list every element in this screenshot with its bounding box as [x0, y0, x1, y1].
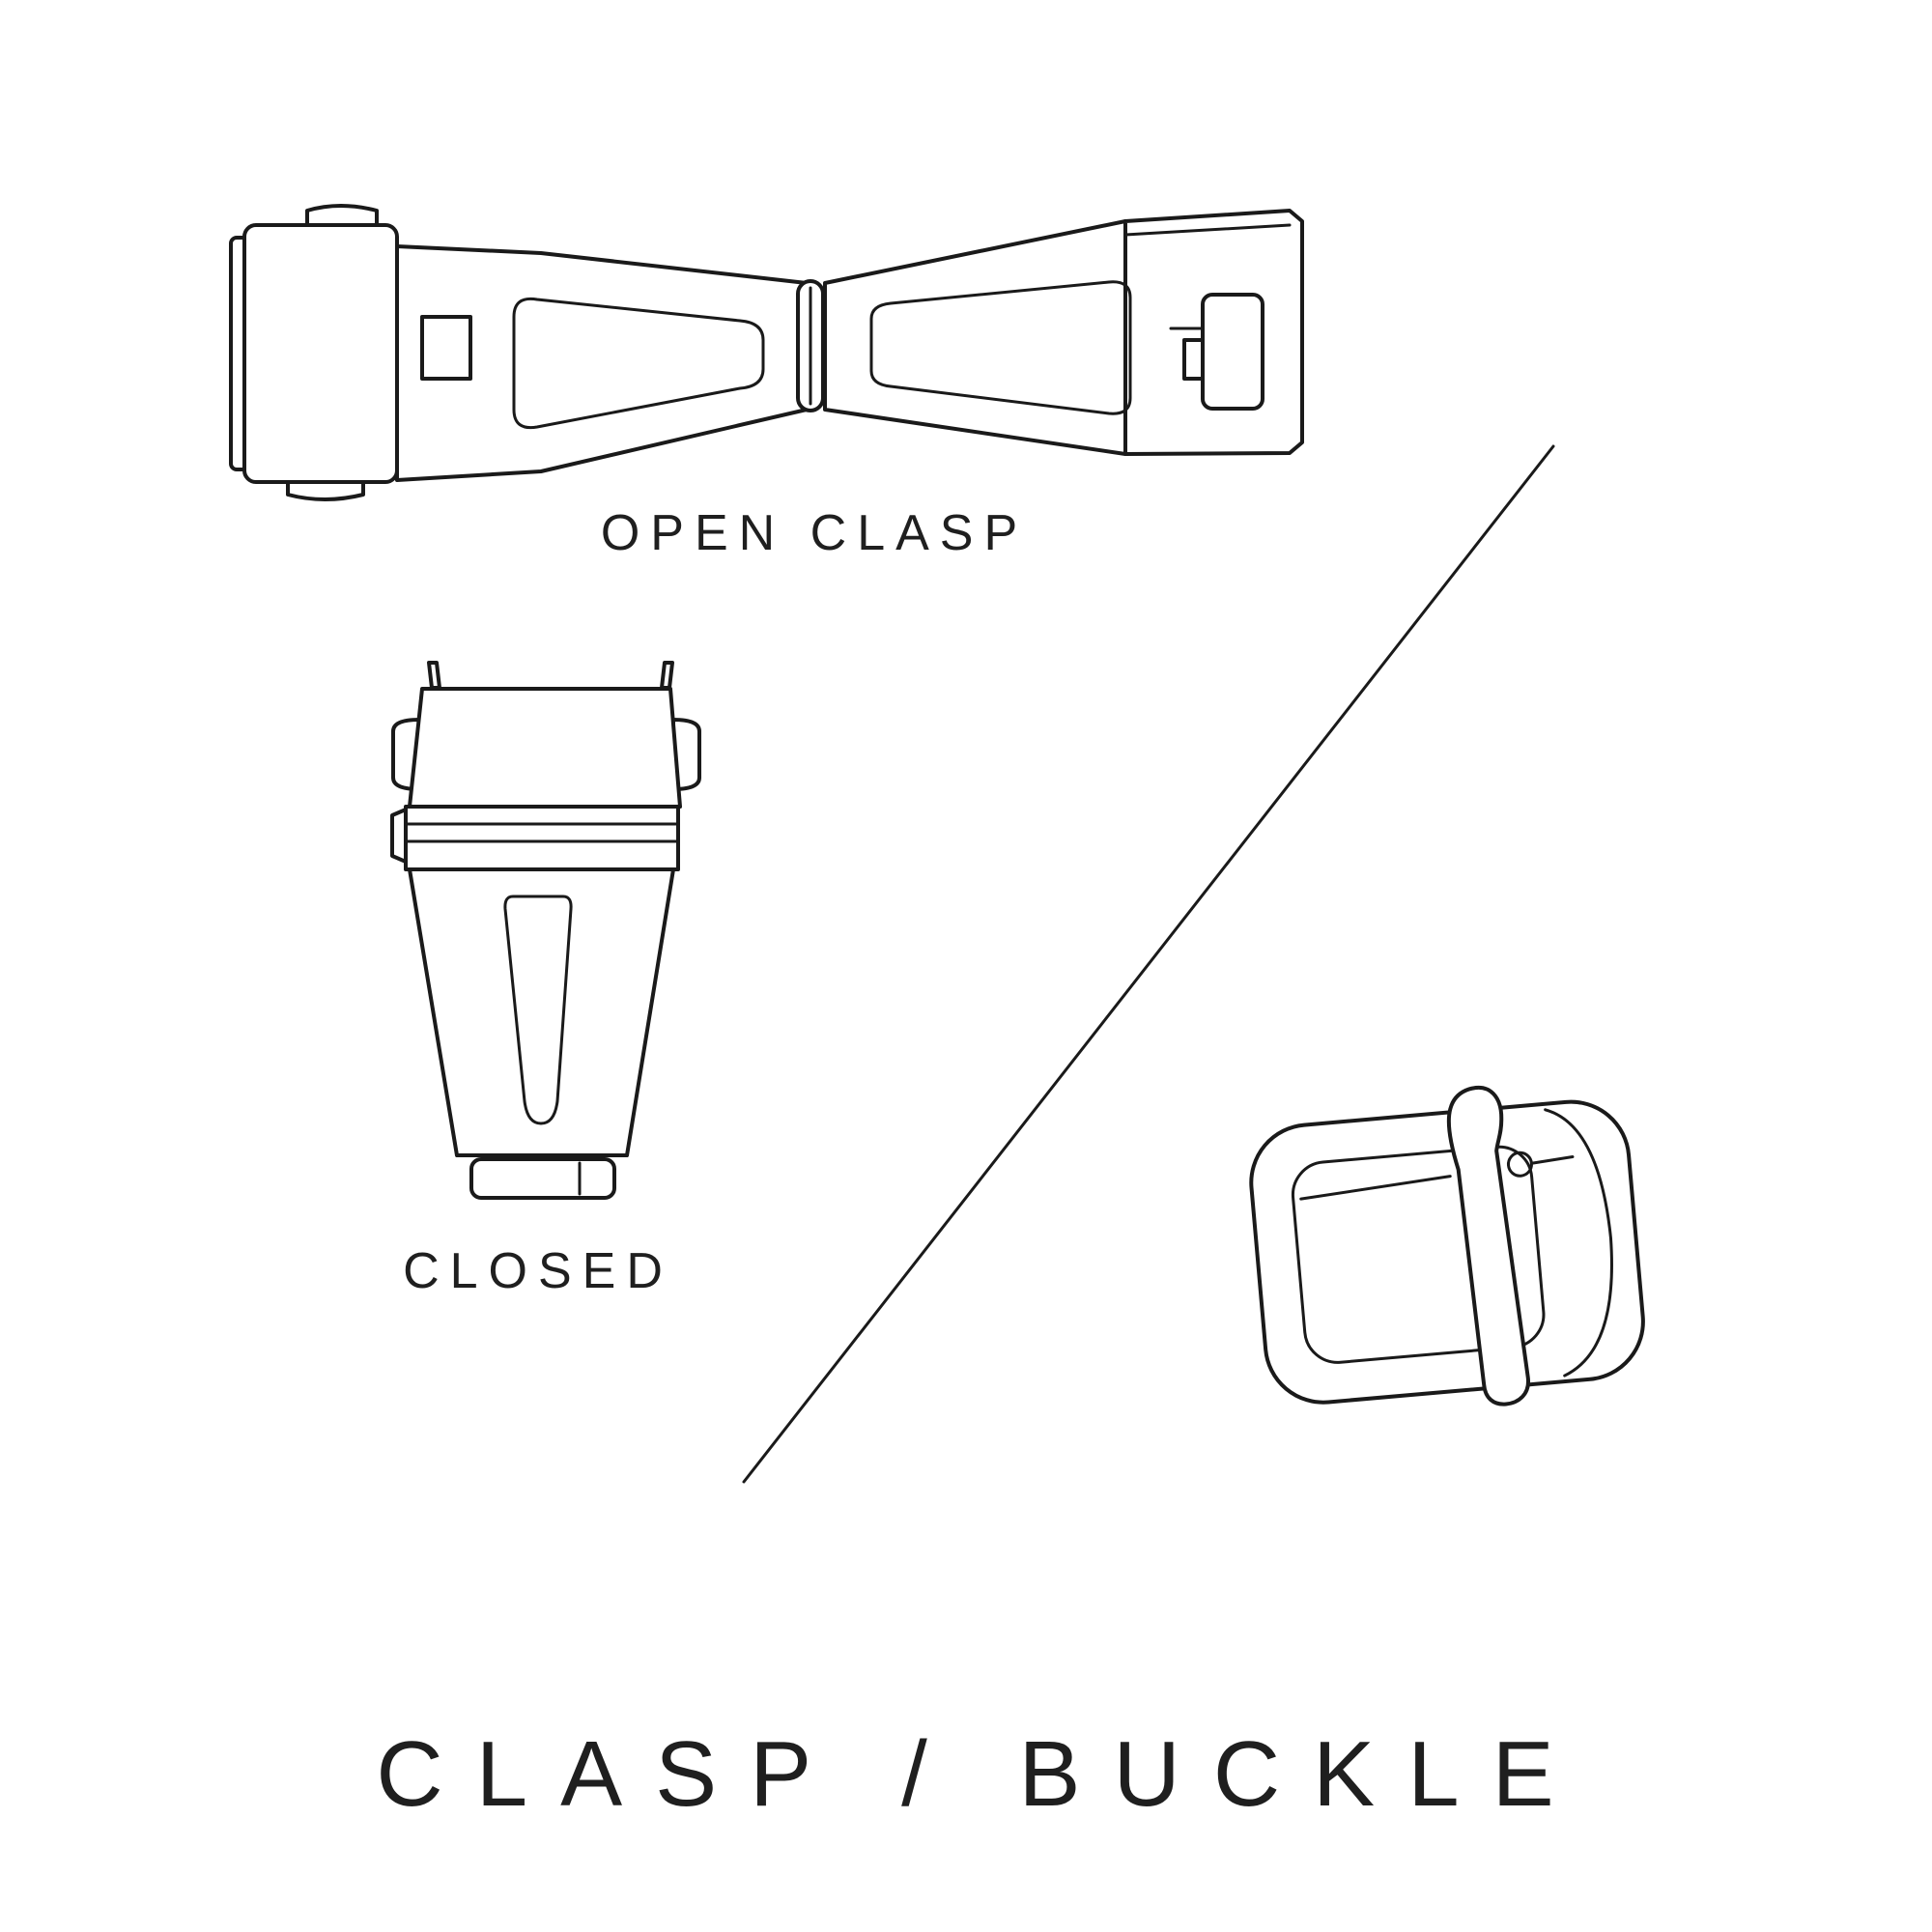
buckle-axle-right: [1530, 1154, 1575, 1165]
buckle-axle-left: [1299, 1175, 1452, 1201]
clasp-left-inner-outline: [512, 297, 765, 430]
buckle-illustration: [1249, 1086, 1645, 1406]
buckle-right-band: [1544, 1108, 1613, 1378]
open-clasp-illustration: [229, 204, 1304, 501]
closed-clasp-body: [408, 867, 675, 1157]
buckle-loop: [1506, 1151, 1533, 1178]
clasp-fold-block: [242, 223, 399, 484]
closed-clasp-illustration: [390, 661, 701, 1200]
clasp-top-tab: [305, 204, 379, 227]
diagonal-divider-line: [742, 444, 1555, 1484]
buckle-frame: [1249, 1099, 1645, 1405]
closed-clasp-band: [404, 805, 680, 871]
closed-clasp-prong-left: [427, 661, 441, 690]
closed-clasp-top-block: [408, 687, 682, 809]
buckle-window: [1291, 1145, 1546, 1364]
closed-clasp-ear-right: [671, 718, 701, 791]
clasp-hook: [1201, 293, 1264, 411]
clasp-right-inner-outline: [869, 280, 1132, 415]
open-clasp-label: OPEN CLASP: [600, 505, 1029, 561]
page-title: CLASP / BUCKLE: [376, 1722, 1587, 1826]
clasp-end-cover-edge: [1123, 223, 1292, 237]
clasp-notch: [420, 315, 472, 381]
closed-clasp-band-tab: [390, 808, 408, 864]
clasp-bottom-tab: [286, 480, 365, 501]
closed-clasp-prong-right: [660, 661, 674, 690]
buckle-tongue: [1446, 1086, 1530, 1406]
clasp-hook-notch: [1182, 338, 1205, 381]
closed-clasp-bottom-bar: [469, 1157, 616, 1200]
closed-label: CLOSED: [403, 1243, 673, 1299]
closed-clasp-slot: [503, 895, 573, 1125]
